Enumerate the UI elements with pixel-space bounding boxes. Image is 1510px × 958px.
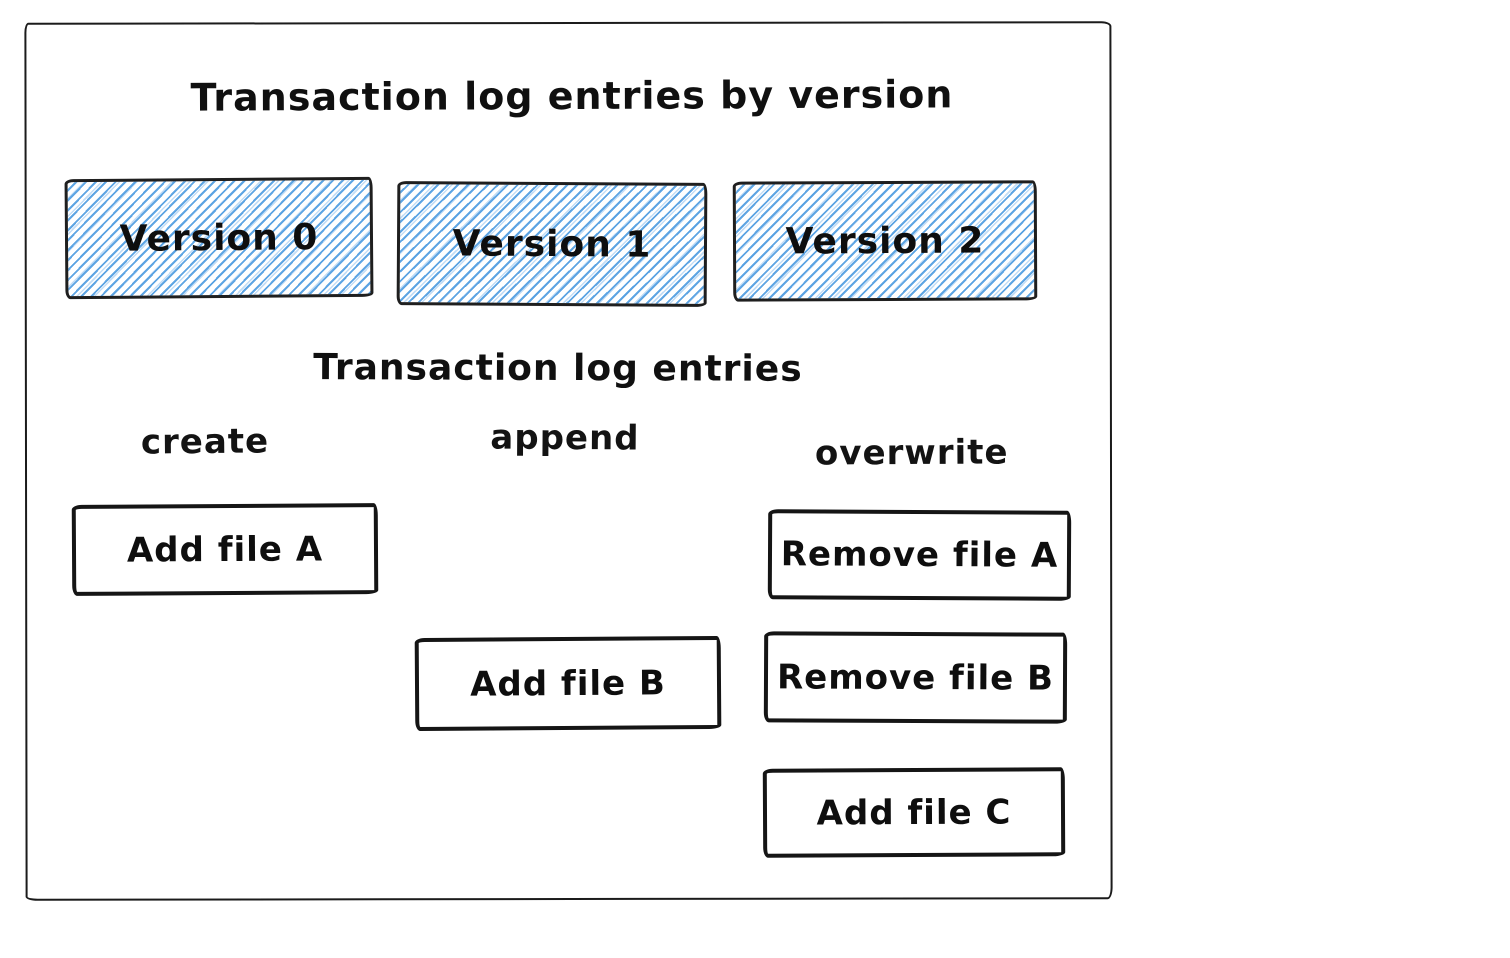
entry-box-remove-file-b: Remove file B: [763, 631, 1068, 724]
version-1-box: Version 1: [396, 181, 708, 307]
version-2-box: Version 2: [732, 180, 1038, 302]
entry-box-add-file-b: Add file B: [414, 635, 722, 732]
entry-box-remove-file-a: Remove file A: [767, 509, 1072, 601]
version-2-label: Version 2: [785, 220, 985, 262]
entry-label-remove-file-a: Remove file A: [780, 534, 1059, 576]
entry-box-add-file-c: Add file C: [762, 767, 1066, 858]
column-label-append: append: [490, 417, 640, 459]
column-label-overwrite: overwrite: [814, 432, 1009, 474]
version-1-label: Version 1: [452, 222, 652, 266]
entry-label-add-file-c: Add file C: [816, 791, 1012, 834]
entry-label-add-file-a: Add file A: [126, 528, 324, 571]
log-entries-title: Transaction log entries: [313, 347, 803, 390]
version-0-label: Version 0: [119, 216, 319, 260]
diagram-title: Transaction log entries by version: [190, 72, 954, 120]
version-0-box: Version 0: [64, 176, 374, 300]
entry-box-add-file-a: Add file A: [71, 503, 379, 596]
column-label-create: create: [140, 421, 270, 463]
entry-label-remove-file-b: Remove file B: [776, 656, 1055, 699]
entry-label-add-file-b: Add file B: [469, 662, 667, 705]
